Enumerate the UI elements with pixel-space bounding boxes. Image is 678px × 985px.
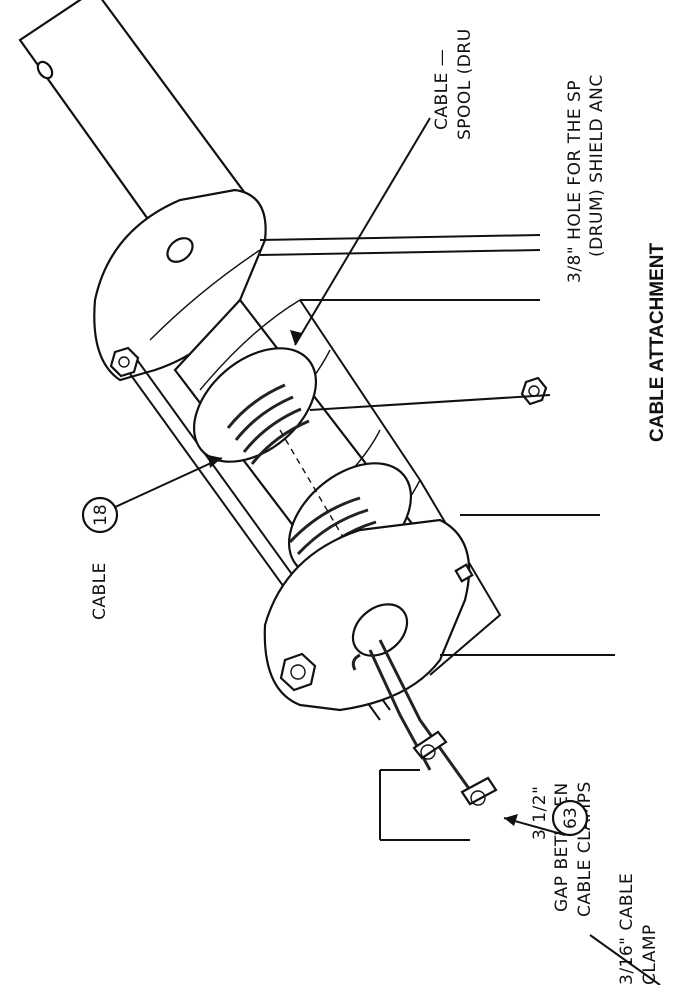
hex-nut-upper [109,346,140,378]
cable-spool-label-line1: CABLE — [432,49,452,130]
lower-flange-plate [263,518,474,712]
upper-flange-plate [93,188,267,382]
balloon-18: 18 [81,496,119,534]
balloon-63: 63 [551,799,589,837]
hole-label-line1: 3/8" HOLE FOR THE SP [565,80,585,283]
balloon-63-number: 63 [561,807,581,829]
cable-spool-label-line2: SPOOL (DRU [455,28,475,140]
loose-nut [520,376,548,406]
clamp-label-line2: CLAMP [640,924,660,985]
hole-label-line2: (DRUM) SHIELD ANC [587,74,607,257]
cable-clamp-lower [460,776,498,806]
cable-clamp-upper [412,730,448,760]
cable-wraps-upper [226,383,310,465]
leader-cable-spool [290,117,431,346]
diagram-title: CABLE ATTACHMENT [647,242,668,442]
leader-cable-18 [112,455,223,509]
gap-label-line1: 3 1/2" [530,786,550,840]
gap-dimension-bracket [379,769,470,841]
balloon-18-number: 18 [91,504,111,526]
cable-label: CABLE [90,562,110,620]
leader-clamp-63 [503,814,661,985]
hex-nut-lower [279,652,317,692]
frame-legs [309,394,615,656]
gap-label-line3: CABLE CLAMPS [575,781,595,917]
clamp-label-line1: 3/16" CABLE [617,873,637,985]
